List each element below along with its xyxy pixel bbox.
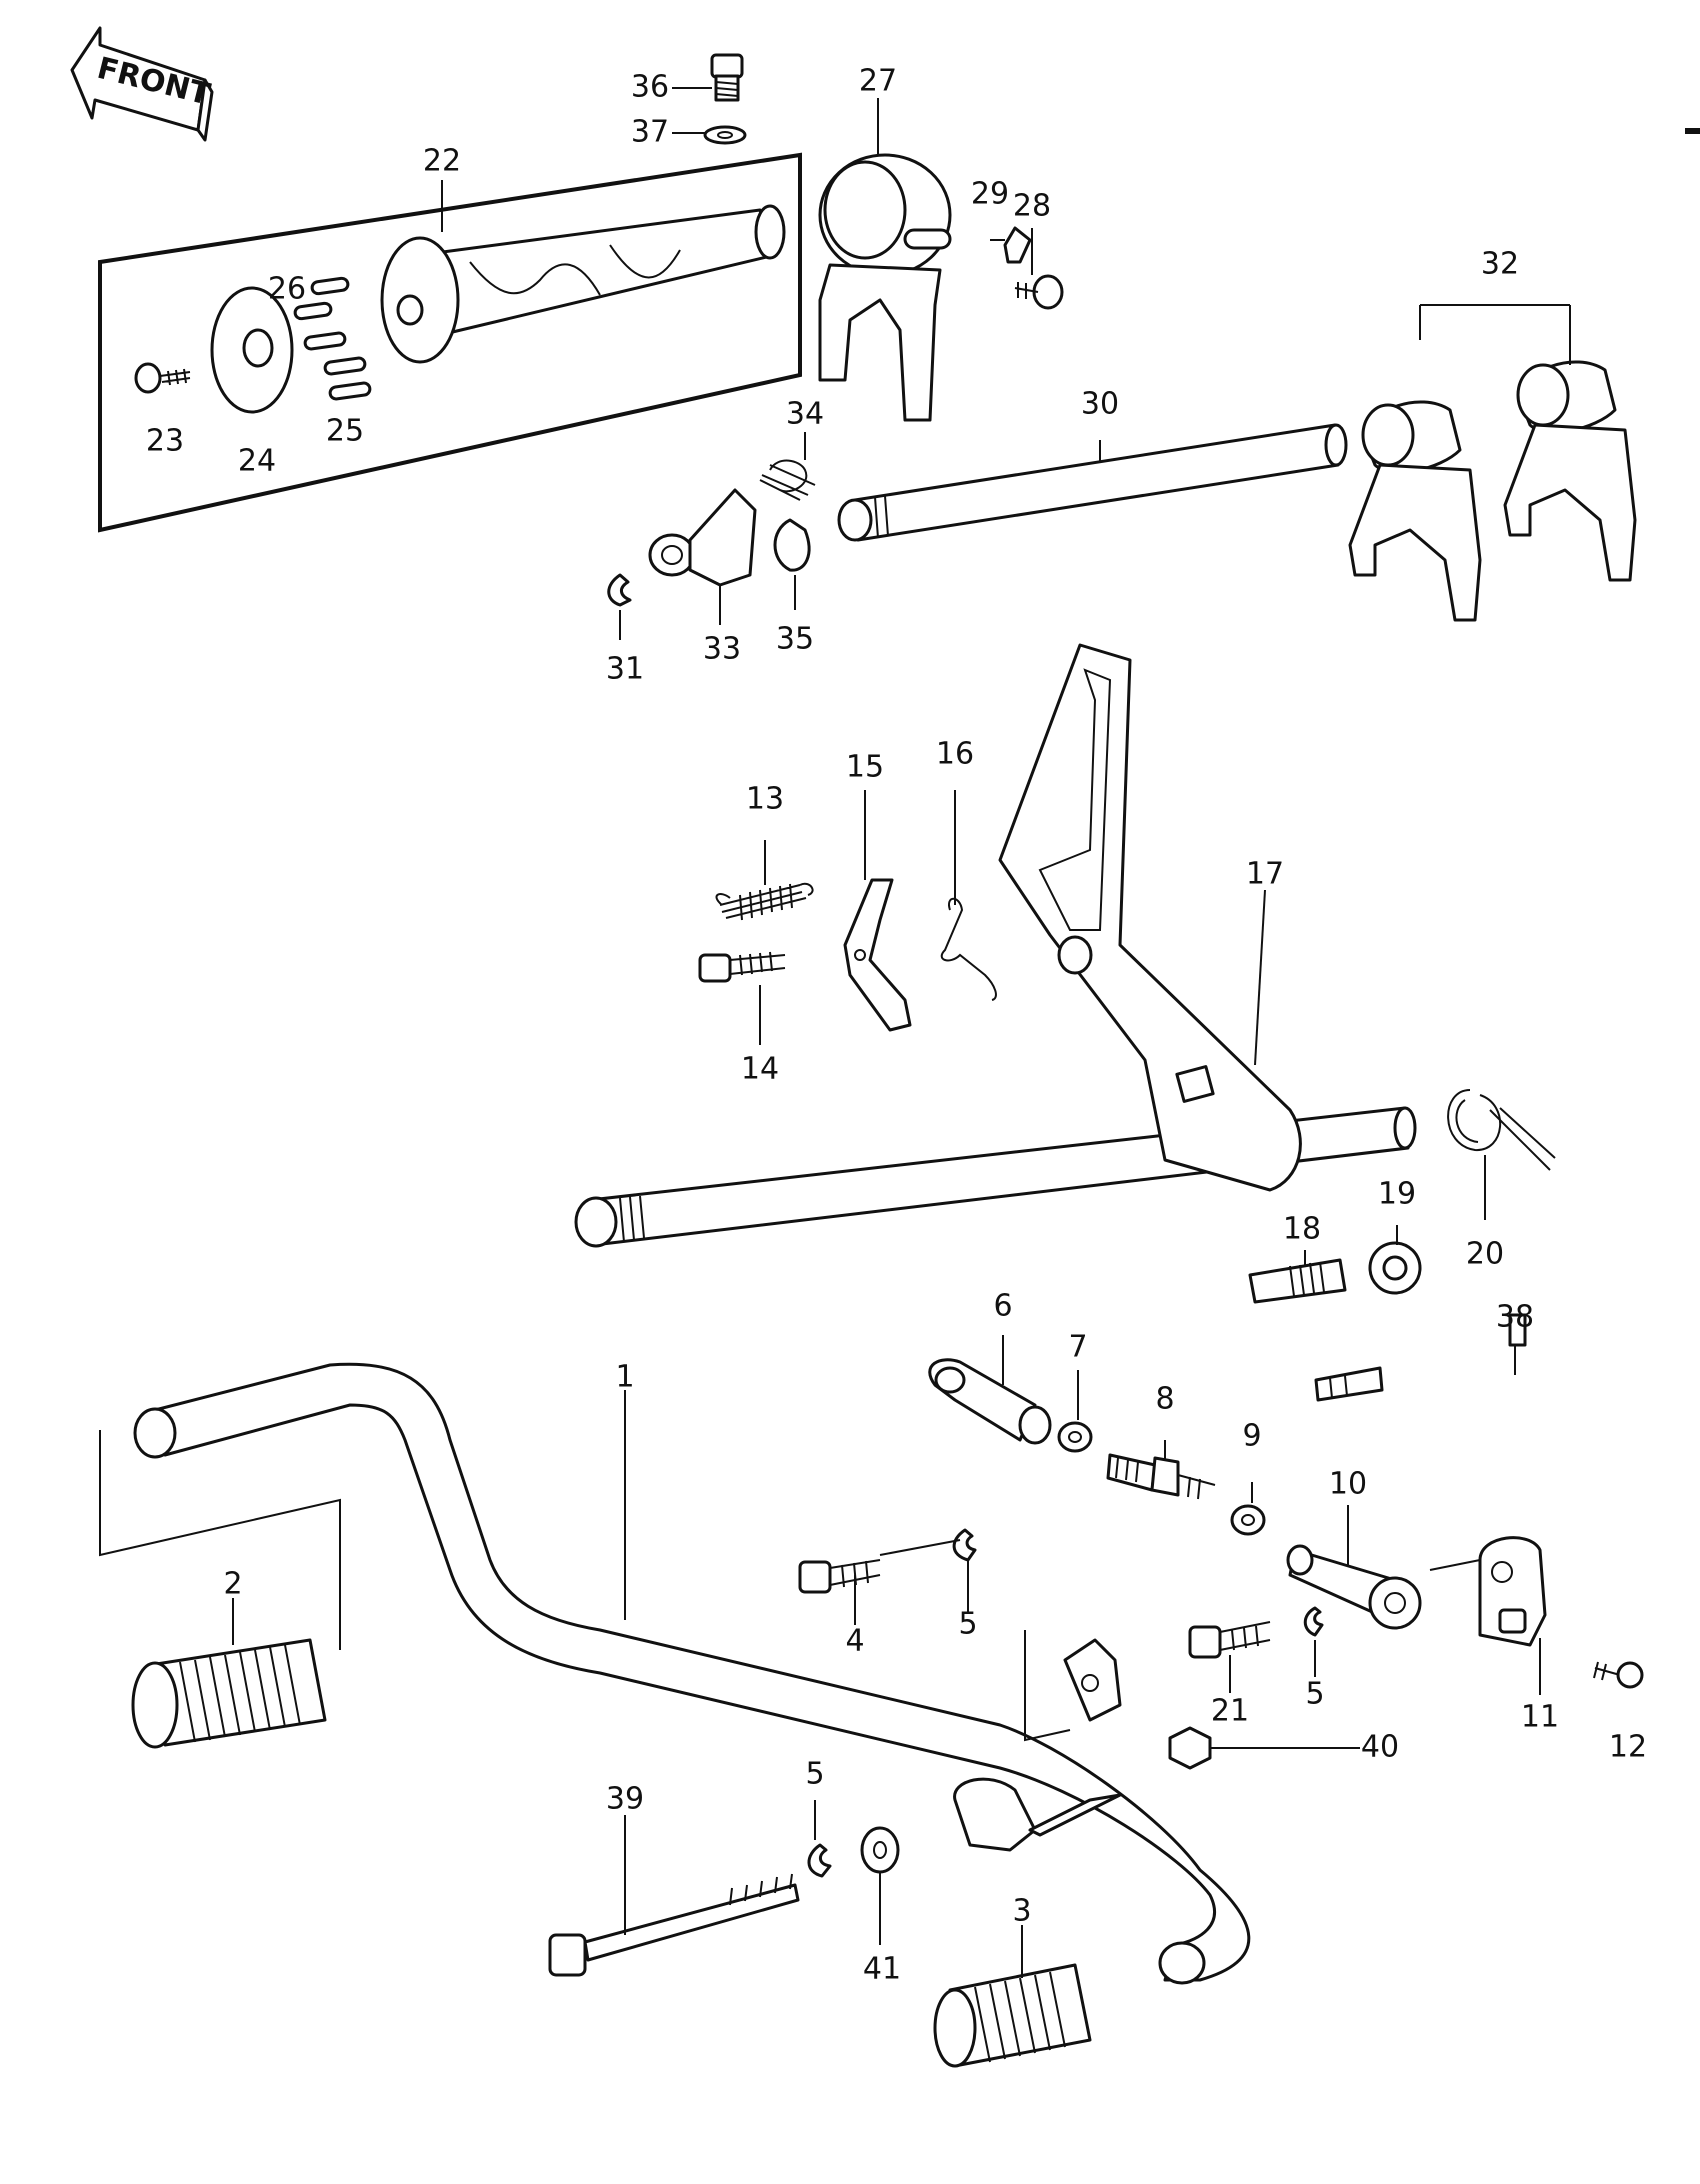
shift-drum-frame: [98, 152, 802, 533]
label-26: 26: [268, 272, 306, 307]
label-41: 41: [863, 1952, 901, 1987]
label-38: 38: [1496, 1300, 1534, 1335]
label-1: 1: [615, 1360, 634, 1395]
edge-mark: [1685, 128, 1700, 134]
label-19: 19: [1378, 1177, 1416, 1212]
label-9: 9: [1242, 1419, 1261, 1454]
label-13: 13: [746, 782, 784, 817]
label-10: 10: [1329, 1467, 1367, 1502]
part-labels: 1 2 3 4 5 5 5 5 6 7 8 9 10 11 12 13 14 1…: [146, 64, 1647, 1987]
shift-shaft-small-parts: [1248, 1089, 1556, 1304]
shift-fork-27: [818, 153, 952, 422]
label-21: 21: [1211, 1694, 1249, 1729]
leader-lines: [232, 87, 1541, 1978]
shift-drum-group: [98, 152, 802, 533]
label-5a: 5: [958, 1607, 977, 1642]
label-12: 12: [1609, 1730, 1647, 1765]
label-5c: 5: [805, 1757, 824, 1792]
label-20: 20: [1466, 1237, 1504, 1272]
label-23: 23: [146, 424, 184, 459]
label-33: 33: [703, 632, 741, 667]
label-40: 40: [1361, 1730, 1399, 1765]
drum-stopper-bolt: [703, 53, 747, 145]
label-6: 6: [993, 1289, 1012, 1324]
label-15: 15: [846, 750, 884, 785]
label-31: 31: [606, 652, 644, 687]
fork-shaft: [837, 423, 1348, 542]
pedal-bracket: [1024, 1630, 1071, 1742]
drum-pins: [293, 276, 372, 401]
shift-forks-32: [1348, 360, 1637, 622]
shift-arm-small-parts: [698, 878, 997, 1032]
label-4: 4: [845, 1624, 864, 1659]
label-39: 39: [606, 1782, 644, 1817]
label-2: 2: [223, 1567, 242, 1602]
shift-small-parts: [607, 459, 816, 607]
label-35: 35: [776, 622, 814, 657]
shift-linkage: [928, 1313, 1644, 1689]
label-30: 30: [1081, 387, 1119, 422]
bolt-28-plate-29: [1003, 226, 1064, 310]
label-34: 34: [786, 397, 824, 432]
pedal-bolt-39: [548, 1873, 800, 1977]
label-37: 37: [631, 115, 669, 150]
pedal-grips: [131, 1638, 1092, 2068]
fork-32-bracket: [1419, 304, 1571, 365]
label-27: 27: [859, 64, 897, 99]
label-3: 3: [1012, 1894, 1031, 1929]
linkage-bolts: [798, 1528, 1324, 1878]
label-18: 18: [1283, 1212, 1321, 1247]
label-36: 36: [631, 70, 669, 105]
nut-40: [1168, 1726, 1212, 1770]
grip-2-bracket: [99, 1430, 341, 1650]
label-28: 28: [1013, 189, 1051, 224]
label-22: 22: [423, 144, 461, 179]
label-29: 29: [971, 177, 1009, 212]
shift-shaft-17: [574, 643, 1417, 1248]
label-32: 32: [1481, 247, 1519, 282]
label-24: 24: [238, 444, 276, 479]
label-17: 17: [1246, 857, 1284, 892]
label-5b: 5: [1305, 1677, 1324, 1712]
label-16: 16: [936, 737, 974, 772]
washer-41: [860, 1826, 900, 1874]
label-25: 25: [326, 414, 364, 449]
label-7: 7: [1068, 1330, 1087, 1365]
shift-drum-body: [418, 208, 777, 337]
drum-screw: [134, 362, 191, 394]
label-14: 14: [741, 1052, 779, 1087]
label-8: 8: [1155, 1382, 1174, 1417]
label-11: 11: [1521, 1700, 1559, 1735]
front-arrow: FRONT: [70, 26, 214, 142]
